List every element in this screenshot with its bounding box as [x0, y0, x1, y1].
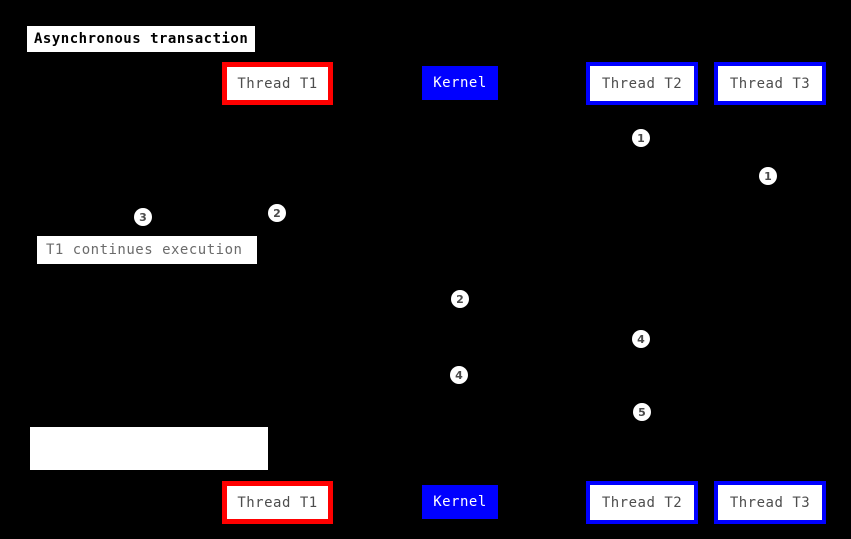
stub-t2-top [640, 105, 644, 109]
stub-t1-top [276, 105, 280, 109]
stub-t3-bottom [768, 477, 772, 481]
participant-t3b[interactable]: Thread T3 [714, 481, 826, 524]
participant-kernelb[interactable]: Kernel [422, 485, 498, 519]
participant-t2[interactable]: Thread T2 [586, 62, 698, 105]
stub-t1-bottom [276, 477, 280, 481]
badge-t1-2: 2 [268, 204, 286, 222]
badge-kernel-4: 4 [450, 366, 468, 384]
diagram-title: Asynchronous transaction [27, 26, 256, 52]
badge-kernel-2: 2 [451, 290, 469, 308]
badge-t3-1: 1 [759, 167, 777, 185]
badge-t2-1: 1 [632, 129, 650, 147]
note-empty [30, 427, 268, 470]
badge-t2-5: 5 [633, 403, 651, 421]
participant-t1b[interactable]: Thread T1 [222, 481, 333, 524]
participant-t3[interactable]: Thread T3 [714, 62, 826, 105]
note-t1-continues: T1 continues execution [37, 236, 257, 264]
stub-t2-bottom [640, 477, 644, 481]
badge-t1-3: 3 [134, 208, 152, 226]
badge-t2-4: 4 [632, 330, 650, 348]
participant-t2b[interactable]: Thread T2 [586, 481, 698, 524]
participant-kernel[interactable]: Kernel [422, 66, 498, 100]
stub-t3-top [768, 105, 772, 109]
participant-t1[interactable]: Thread T1 [222, 62, 333, 105]
